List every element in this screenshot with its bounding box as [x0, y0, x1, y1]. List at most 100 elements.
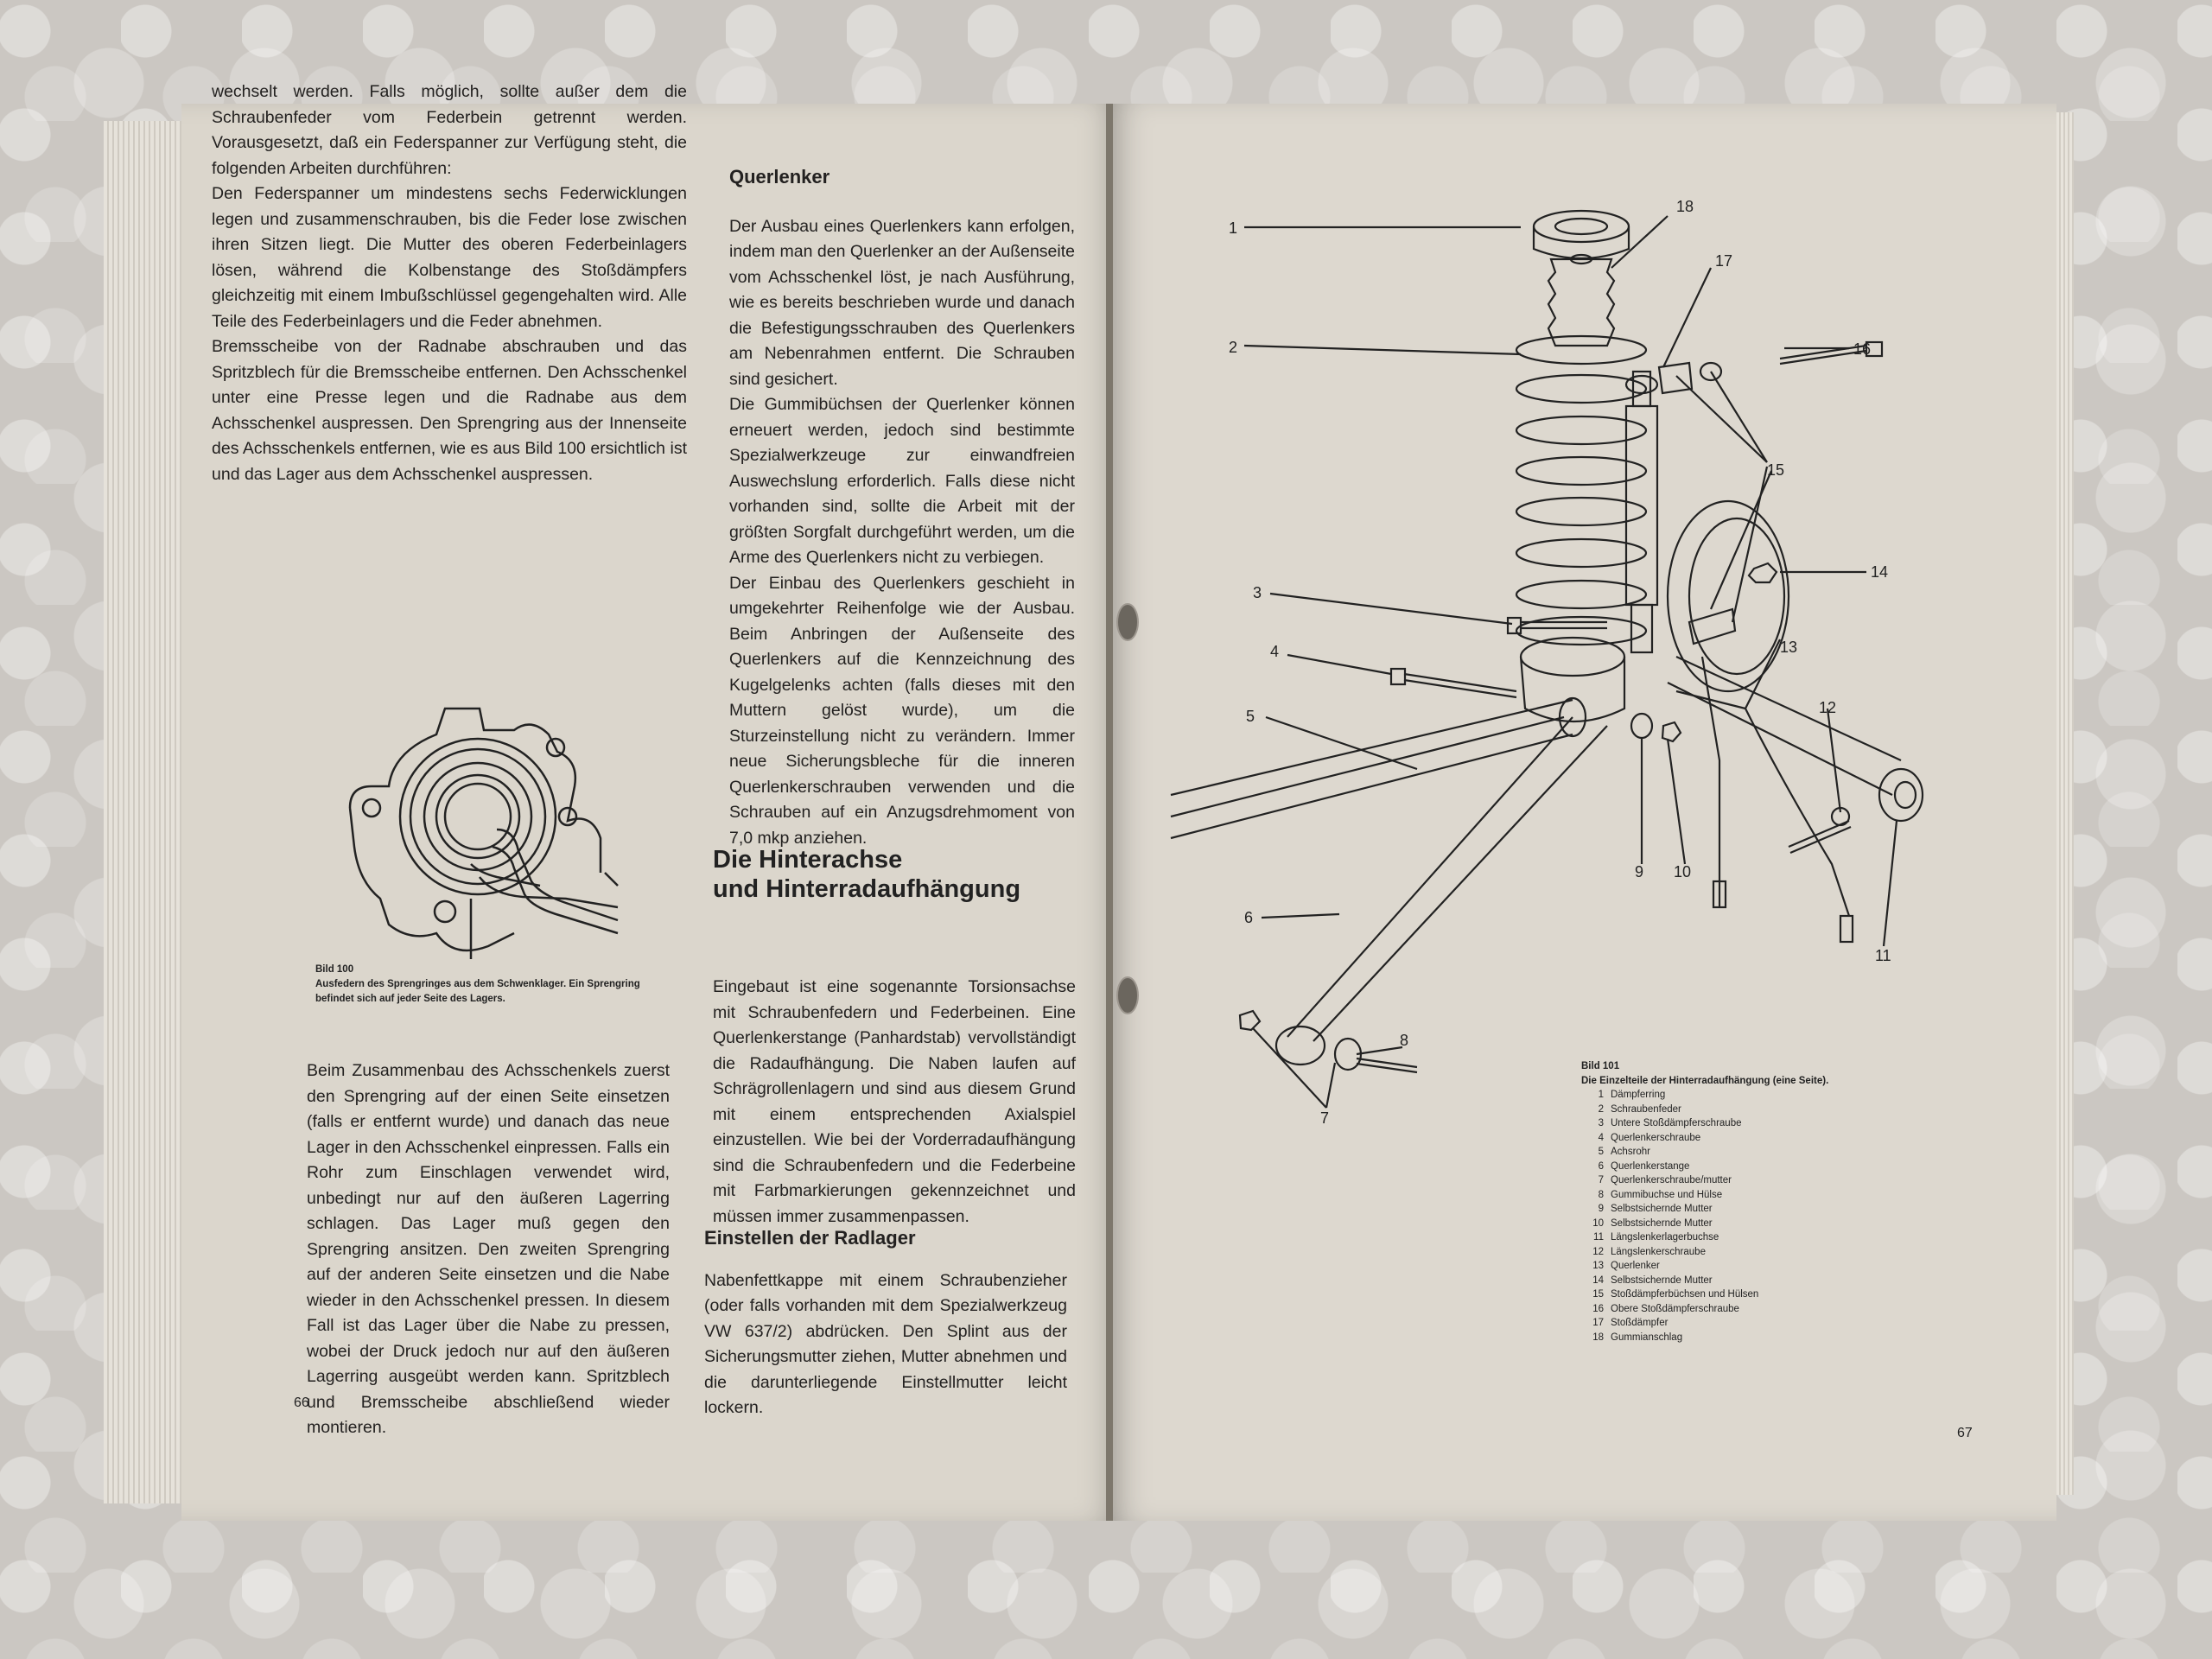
legend-item-number: 16	[1592, 1303, 1604, 1314]
legend-item-number: 1	[1598, 1090, 1604, 1100]
legend-item-text: Querlenkerstange	[1611, 1160, 1690, 1172]
legend-item-number: 13	[1592, 1261, 1604, 1271]
legend-item: 11 Längslenkerlagerbuchse	[1581, 1230, 1828, 1245]
diagram-label-14: 14	[1871, 563, 1888, 581]
legend-item-number: 7	[1598, 1175, 1604, 1185]
legend-item-text: Querlenker	[1611, 1261, 1660, 1271]
legend-item-text: Stoßdämpfer	[1611, 1318, 1669, 1328]
legend-item-text: Dämpferring	[1611, 1090, 1666, 1100]
legend-item-number: 12	[1592, 1246, 1604, 1257]
legend-item: 4 Querlenkerschraube	[1581, 1131, 1828, 1146]
diagram-label-1: 1	[1229, 219, 1237, 237]
legend-item-number: 15	[1592, 1289, 1604, 1300]
figure-101-suspension-diagram: 1 18 2 17 16 15 14 3 4 13 5 1 2 9 10 6 11…	[1170, 198, 1924, 1127]
diagram-label-13: 13	[1780, 639, 1797, 656]
legend-item-number: 6	[1598, 1160, 1604, 1172]
legend-item: 3 Untere Stoßdämpferschraube	[1581, 1116, 1828, 1131]
legend-item-number: 11	[1593, 1232, 1604, 1243]
legend-item-text: Selbstsichernde Mutter	[1611, 1274, 1713, 1286]
binding-hole-top	[1116, 603, 1139, 641]
legend-items: 1 Dämpferring 2 Schraubenfeder 3 Untere Stoßd…	[1581, 1088, 1828, 1344]
legend-item-text: Querlenkerschraube	[1611, 1132, 1701, 1143]
paragraph: wechselt werden. Falls möglich, sollte a…	[212, 82, 687, 178]
diagram-label-10: 10	[1674, 863, 1691, 880]
caption-text: Ausfedern des Sprengringes aus dem Schwe…	[315, 979, 640, 1004]
page-number-right: 67	[1957, 1426, 1973, 1440]
legend-item-text: Untere Stoßdämpferschraube	[1611, 1118, 1742, 1128]
diagram-label-11: 11	[1875, 947, 1891, 964]
legend-item-number: 14	[1592, 1274, 1604, 1286]
legend-item-text: Gummibuchse und Hülse	[1611, 1189, 1723, 1200]
legend-item: 8 Gummibuchse und Hülse	[1581, 1188, 1828, 1203]
radlager-section: Einstellen der Radlager Nabenfettkappe m…	[704, 1225, 1067, 1421]
section-heading-line-1: Die Hinterachse	[713, 846, 903, 874]
figure-101-legend: Bild 101 Die Einzelteile der Hinterradau…	[1581, 1059, 1828, 1344]
legend-item-number: 18	[1592, 1332, 1604, 1343]
diagram-label-4: 4	[1270, 643, 1279, 660]
legend-item-number: 9	[1598, 1204, 1604, 1214]
right-page	[1106, 104, 2056, 1521]
left-column-2: Querlenker Der Ausbau eines Querlenkers …	[729, 164, 1075, 851]
legend-item: 2 Schraubenfeder	[1581, 1103, 1828, 1117]
legend-item-text: Achsrohr	[1611, 1147, 1651, 1157]
legend-item-text: Schraubenfeder	[1611, 1103, 1681, 1115]
hinterachse-text: Eingebaut ist eine sogenannte Torsionsac…	[713, 975, 1076, 1230]
legend-item-number: 3	[1598, 1118, 1604, 1128]
paragraph: Der Ausbau eines Querlenkers kann erfolg…	[729, 216, 1075, 389]
diagram-label-9: 9	[1635, 863, 1643, 880]
diagram-label-5: 5	[1246, 708, 1255, 725]
legend-item-number: 17	[1592, 1318, 1604, 1328]
heading-querlenker: Querlenker	[729, 166, 830, 188]
paragraph: Die Gummibüchsen der Querlenker können e…	[729, 395, 1075, 567]
diagram-label-2: 2	[1229, 339, 1237, 356]
figure-100-bearing-drawing	[348, 707, 619, 959]
diagram-label-17: 17	[1715, 252, 1732, 270]
left-column-1-bottom: Beim Zusammenbau des Achsschenkels zuers…	[307, 1058, 670, 1441]
diagram-label-18: 18	[1676, 198, 1694, 215]
open-book	[104, 95, 2074, 1529]
legend-item-number: 2	[1598, 1103, 1604, 1115]
left-column-1: wechselt werden. Falls möglich, sollte a…	[212, 79, 687, 487]
paragraph: Bremsscheibe von der Radnabe abschrauben…	[212, 337, 687, 484]
legend-item: 16 Obere Stoßdämpferschraube	[1581, 1302, 1828, 1317]
page-number-left: 66	[294, 1395, 309, 1410]
legend-item: 9 Selbstsichernde Mutter	[1581, 1202, 1828, 1217]
legend-item-text: Längslenkerschraube	[1611, 1246, 1706, 1257]
section-heading: Die Hinterachse und Hinterradaufhängung	[713, 845, 1076, 904]
section-heading-line-2: und Hinterradaufhängung	[713, 875, 1021, 903]
legend-item-text: Stoßdämpferbüchsen und Hülsen	[1611, 1289, 1759, 1300]
legend-item: 5 Achsrohr	[1581, 1145, 1828, 1160]
legend-title: Bild 101	[1581, 1061, 1620, 1071]
legend-item: 13 Querlenker	[1581, 1259, 1828, 1274]
legend-item-text: Gummianschlag	[1611, 1332, 1683, 1343]
legend-item: 12 Längslenkerschraube	[1581, 1245, 1828, 1260]
paragraph: Den Federspanner um mindestens sechs Fed…	[212, 184, 687, 331]
legend-item: 10 Selbstsichernde Mutter	[1581, 1217, 1828, 1231]
legend-item: 7 Querlenkerschraube/mutter	[1581, 1173, 1828, 1188]
legend-item-text: Selbstsichernde Mutter	[1611, 1204, 1713, 1214]
legend-item-text: Selbstsichernde Mutter	[1611, 1217, 1713, 1229]
diagram-label-15: 15	[1767, 461, 1784, 479]
diagram-label-7: 7	[1320, 1109, 1329, 1127]
binding-hole-bottom	[1116, 976, 1139, 1014]
diagram-label-16: 16	[1853, 340, 1871, 358]
heading-radlager: Einstellen der Radlager	[704, 1227, 916, 1249]
legend-item-text: Obere Stoßdämpferschraube	[1611, 1303, 1739, 1314]
legend-subtitle: Die Einzelteile der Hinterradaufhängung …	[1581, 1075, 1829, 1086]
legend-item-number: 8	[1598, 1189, 1604, 1200]
legend-item-text: Querlenkerschraube/mutter	[1611, 1175, 1732, 1185]
legend-item-text: Längslenkerlagerbuchse	[1611, 1232, 1719, 1243]
legend-item: 6 Querlenkerstange	[1581, 1160, 1828, 1174]
legend-item-number: 10	[1592, 1217, 1604, 1229]
diagram-label-6: 6	[1244, 909, 1253, 926]
legend-item-number: 4	[1598, 1132, 1604, 1143]
paragraph: Nabenfettkappe mit einem Schraubenzieher…	[704, 1270, 1067, 1418]
legend-item: 1 Dämpferring	[1581, 1088, 1828, 1103]
legend-item-number: 5	[1598, 1147, 1604, 1157]
caption-title: Bild 100	[315, 964, 354, 975]
legend-item: 18 Gummianschlag	[1581, 1331, 1828, 1345]
figure-100-caption: Bild 100 Ausfedern des Sprengringes aus …	[315, 963, 678, 1007]
diagram-label-8: 8	[1400, 1032, 1408, 1049]
paragraph: Beim Zusammenbau des Achsschenkels zuers…	[307, 1061, 670, 1437]
left-page	[181, 104, 1123, 1521]
